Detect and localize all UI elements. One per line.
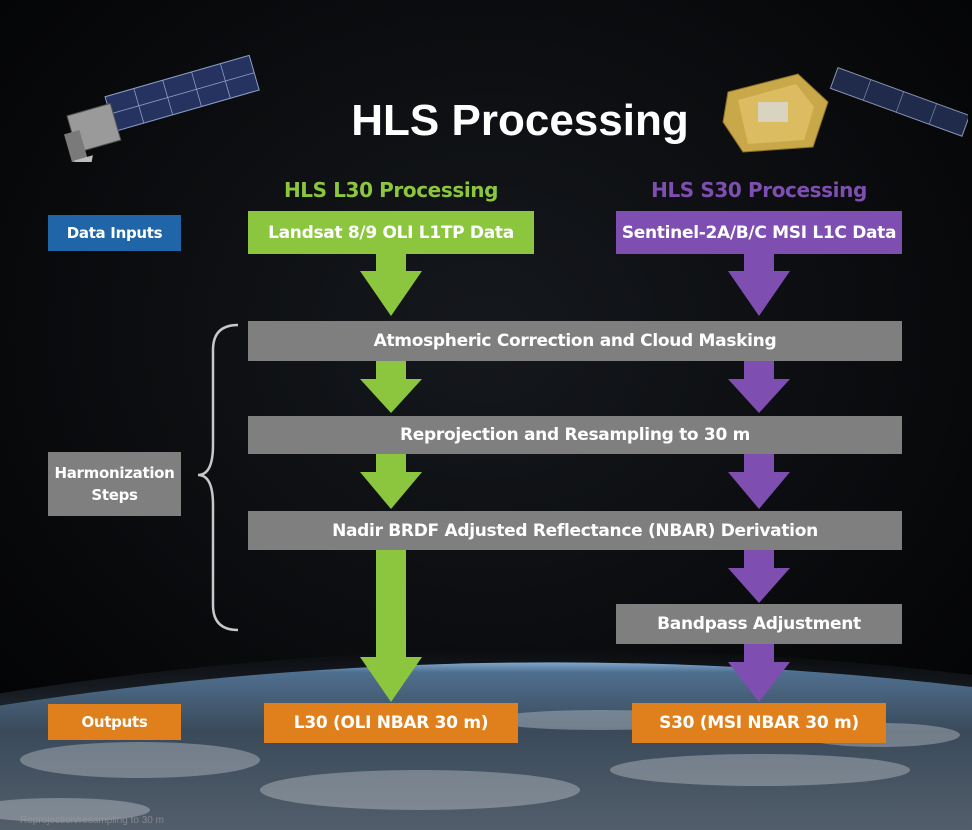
- bandpass-adjustment-step: Bandpass Adjustment: [616, 604, 902, 644]
- landsat-satellite-icon: [64, 54, 260, 162]
- landsat-input-box: Landsat 8/9 OLI L1TP Data: [248, 211, 534, 254]
- footnote: Reprojection/resampling to 30 m: [20, 815, 164, 826]
- page-title: HLS Processing: [351, 96, 689, 145]
- sentinel-input-box: Sentinel-2A/B/C MSI L1C Data: [616, 211, 902, 254]
- sentinel-satellite-icon: [722, 67, 968, 153]
- atmospheric-correction-step: Atmospheric Correction and Cloud Masking: [248, 321, 902, 361]
- data-inputs-label: Data Inputs: [48, 215, 181, 251]
- harmonization-steps-label: Harmonization Steps: [48, 452, 181, 516]
- s30-column-title: HLS S30 Processing: [651, 178, 867, 202]
- s30-output-box: S30 (MSI NBAR 30 m): [632, 703, 886, 743]
- reprojection-step: Reprojection and Resampling to 30 m: [248, 416, 902, 454]
- l30-output-box: L30 (OLI NBAR 30 m): [264, 703, 518, 743]
- nbar-step: Nadir BRDF Adjusted Reflectance (NBAR) D…: [248, 511, 902, 550]
- l30-column-title: HLS L30 Processing: [283, 178, 499, 202]
- outputs-label: Outputs: [48, 704, 181, 740]
